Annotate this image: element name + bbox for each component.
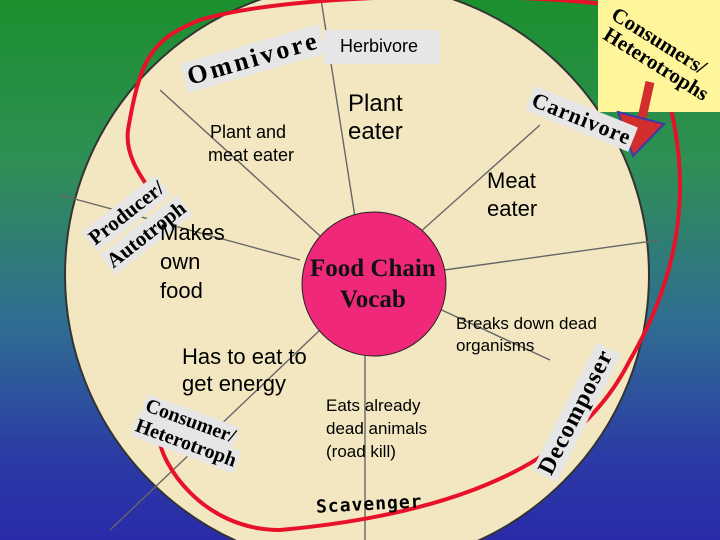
omnivore-definition-line1: Plant and [210, 122, 287, 142]
producer-definition-line1: Makes [160, 220, 225, 245]
center-circle [301, 211, 447, 357]
carnivore-definition-line1: Meat [487, 168, 536, 193]
herbivore-definition-line1: Plant [348, 90, 403, 117]
producer-definition-line2: own [160, 249, 201, 274]
bracket-left [125, 0, 633, 192]
arrow-shaft [637, 81, 655, 119]
scavenger-definition-line2: dead animals [326, 419, 428, 438]
consumer-definition-line1: Has to eat to [182, 344, 307, 369]
herbivore-term: Herbivore [340, 36, 419, 56]
producer-definition-line3: food [160, 278, 203, 303]
center-title-line2: Vocab [340, 286, 406, 313]
decomposer-definition-line2: organisms [456, 336, 535, 355]
center-title-line1: Food Chain [310, 255, 436, 282]
omnivore-definition-line2: meat eater [208, 145, 295, 165]
scavenger-definition-line3: (road kill) [326, 442, 396, 461]
callout-box [598, 0, 720, 112]
herbivore-definition-line2: eater [348, 118, 403, 145]
decomposer-definition-line1: Breaks down dead [456, 314, 597, 333]
herbivore-box [324, 30, 440, 64]
scavenger-definition-line1: Eats already [326, 396, 421, 415]
carnivore-definition-line2: eater [487, 196, 538, 221]
consumer-definition-line2: get energy [182, 371, 286, 396]
